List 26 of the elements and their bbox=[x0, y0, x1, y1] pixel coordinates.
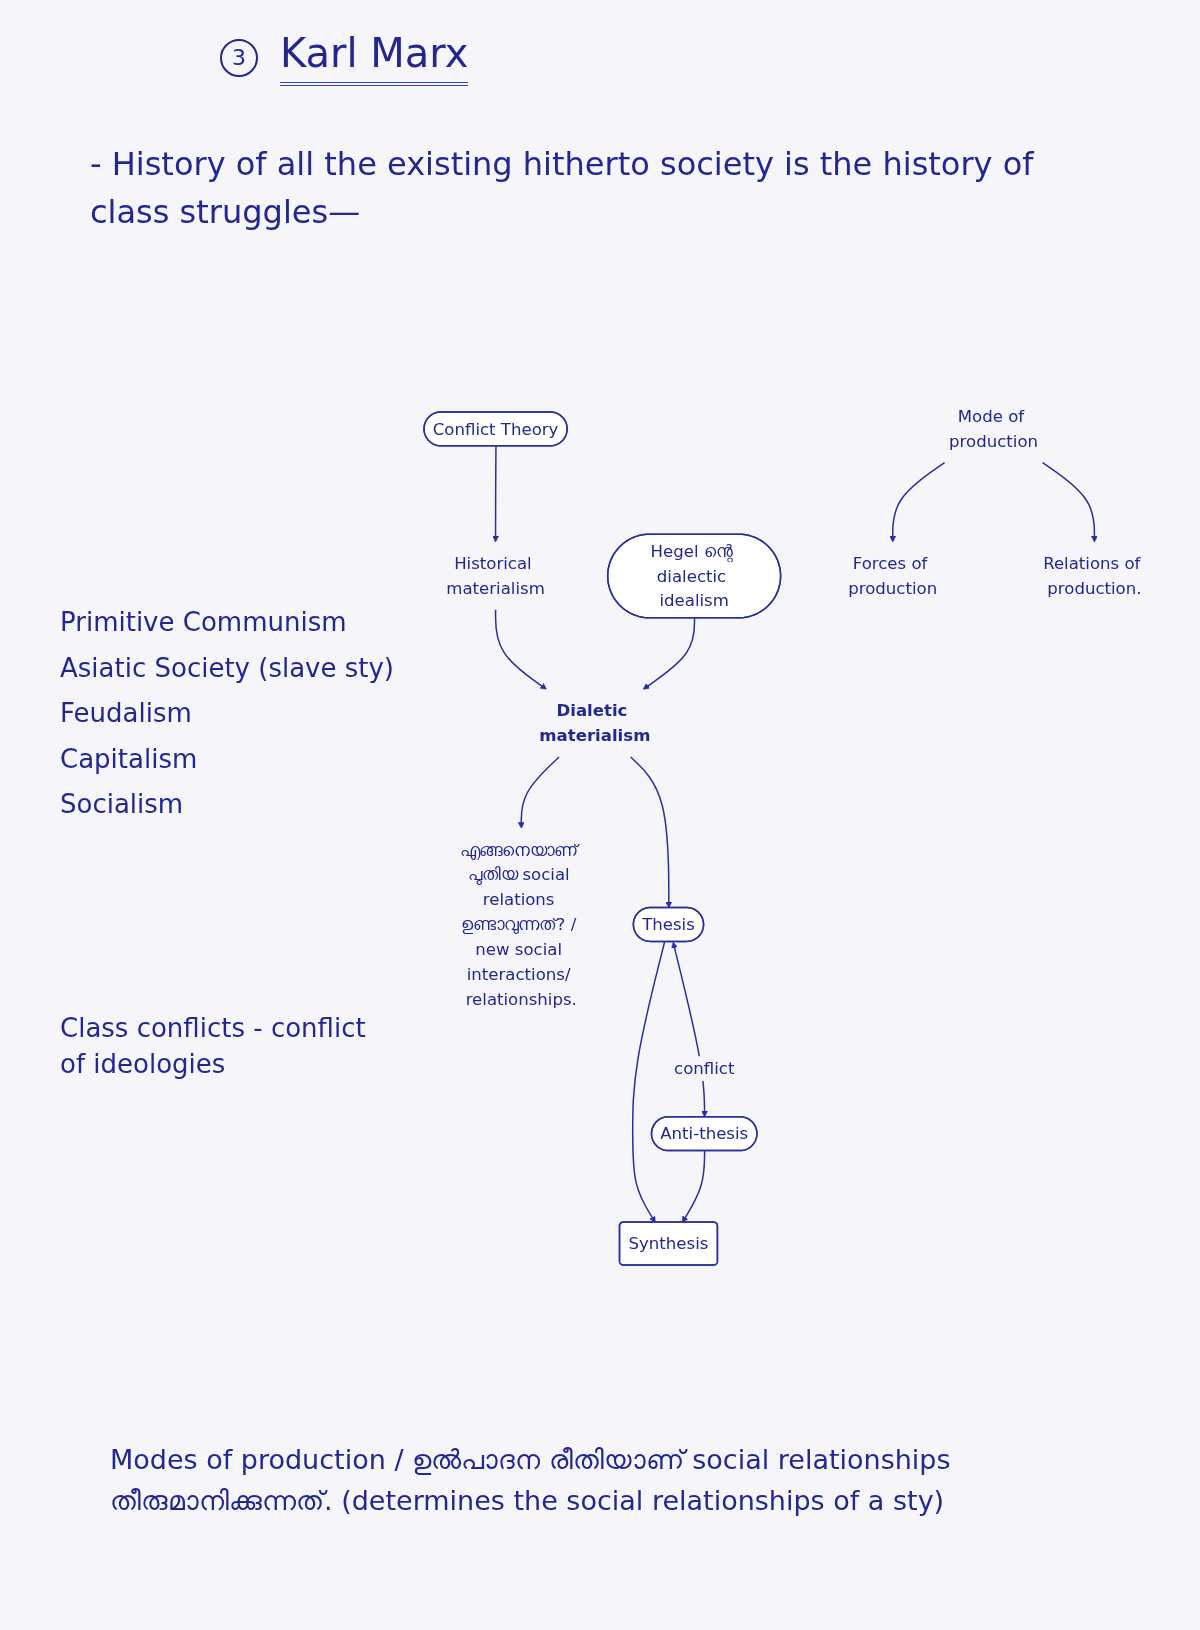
arrow bbox=[631, 941, 666, 1223]
arrow bbox=[492, 445, 499, 543]
arrow bbox=[642, 617, 696, 690]
note-paragraph: Modes of production / ഉൽപാദന രീതിയാണ് social relationships തീരുമാനിക്കുന്നത്. (determines the social relationships of a sty) bbox=[110, 1443, 952, 1518]
arrow bbox=[681, 1150, 706, 1223]
arrow bbox=[494, 609, 547, 690]
circled-number: 3 bbox=[220, 39, 258, 77]
list-item: Asiatic Society (slave sty) bbox=[60, 651, 394, 685]
arrow bbox=[629, 756, 673, 909]
list-item: Feudalism bbox=[60, 697, 192, 730]
node-text: Historical materialism bbox=[446, 554, 545, 598]
note-text: Class conflicts - conflict of ideologies bbox=[60, 1012, 367, 1082]
quote-text: - History of all the existing hitherto society is the history of class struggles— bbox=[90, 144, 1035, 233]
arrow bbox=[889, 461, 946, 543]
list-item: Capitalism bbox=[60, 742, 198, 776]
arrow bbox=[1041, 461, 1098, 543]
node-text: Dialetic materialism bbox=[539, 701, 651, 745]
list-item: Primitive Communism bbox=[60, 606, 347, 639]
node-text: Mode of production bbox=[949, 407, 1039, 451]
node-text: Forces of production bbox=[848, 554, 938, 598]
arrow bbox=[517, 756, 560, 829]
node-text: എങ്ങനെയാണ് പുതിയ social relations ഉണ്ടാവുന്നത്? / new social interactions/ relationships. bbox=[459, 840, 578, 1009]
node-text: Relations of production. bbox=[1043, 554, 1142, 598]
list-item: Socialism bbox=[60, 788, 184, 821]
page-title: Karl Marx bbox=[280, 30, 469, 86]
edge-label: conflict bbox=[674, 1059, 735, 1078]
